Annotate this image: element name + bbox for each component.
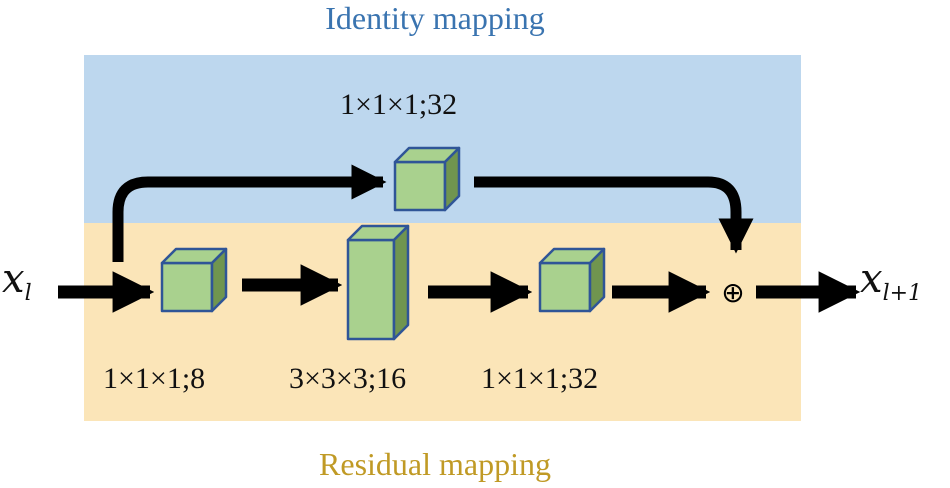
conv2-label: 3×3×3;16 xyxy=(289,362,407,395)
conv1-label: 1×1×1;8 xyxy=(103,362,206,395)
identity-mapping-title: Identity mapping xyxy=(325,0,545,36)
sum-operator: ⊕ xyxy=(721,276,744,309)
output-subscript: l+1 xyxy=(882,281,923,306)
identity-conv-label: 1×1×1;32 xyxy=(340,88,458,121)
conv3-cube xyxy=(538,247,606,313)
residual-mapping-title: Residual mapping xyxy=(319,446,551,482)
identity-conv-cube xyxy=(393,146,461,212)
conv1-cube xyxy=(160,247,228,313)
input-variable: xl xyxy=(2,256,32,306)
skip-arrow-left xyxy=(112,164,387,262)
conv2-cube xyxy=(346,224,410,341)
skip-arrow-right xyxy=(474,176,754,254)
input-subscript: l xyxy=(24,281,32,306)
conv3-label: 1×1×1;32 xyxy=(481,362,599,395)
output-variable: xl+1 xyxy=(860,256,923,306)
